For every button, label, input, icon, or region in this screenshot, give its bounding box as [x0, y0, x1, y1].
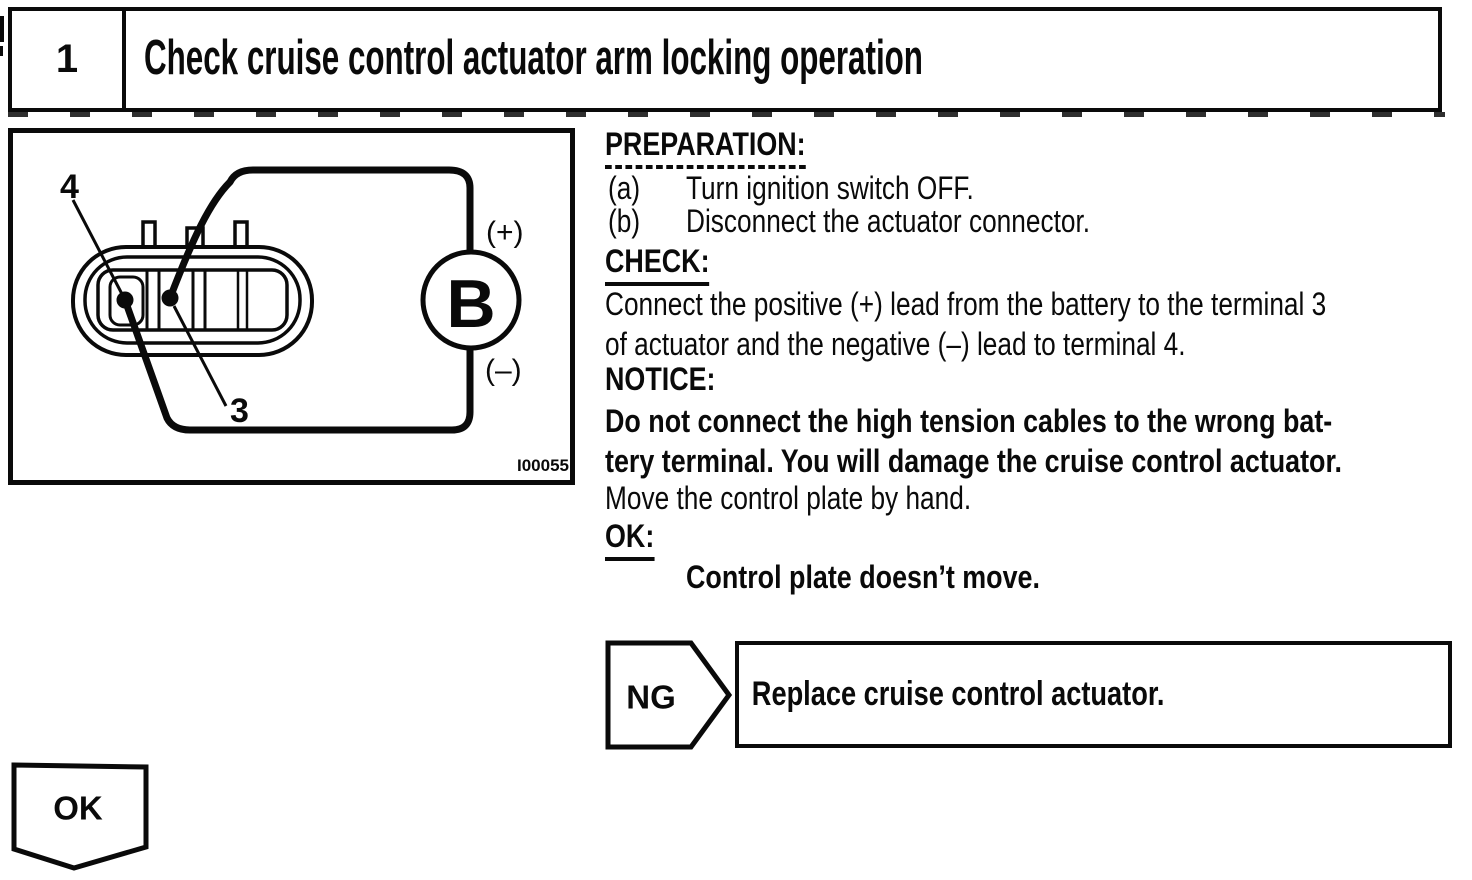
actuator-connector-figure: B (+) (–) 4 3 I00055	[8, 128, 575, 485]
ok-label: OK	[53, 790, 103, 827]
prep-item-text: Turn ignition switch OFF.	[686, 170, 974, 206]
notice-text-line: tery terminal. You will damage the cruis…	[605, 443, 1342, 479]
prep-item-marker: (b)	[608, 203, 641, 239]
ng-flow-symbol: NG	[605, 639, 733, 756]
ok-pentagon: OK	[11, 762, 149, 871]
terminal-4-callout: 4	[60, 168, 79, 206]
ok-heading: OK:	[605, 519, 655, 561]
step-number: 1	[12, 11, 126, 108]
notice-followup-line: Move the control plate by hand.	[605, 480, 972, 516]
ng-label: NG	[626, 679, 676, 716]
step-title: Check cruise control actuator arm lockin…	[144, 30, 923, 85]
preparation-heading-label: PREPARATION:	[605, 127, 806, 169]
ok-pentagon-shape	[11, 762, 149, 871]
terminal-4-contact-dot	[116, 291, 134, 309]
scan-artifact-edge-mark	[0, 16, 4, 42]
negative-terminal-label: (–)	[485, 354, 522, 387]
terminal-3-leader-line	[172, 305, 228, 407]
battery-symbol-circle	[420, 249, 522, 351]
check-heading-label: CHECK:	[605, 244, 710, 286]
battery-label: B	[446, 266, 495, 342]
terminal-4-leader-line	[71, 199, 125, 297]
ng-pentagon: NG	[605, 640, 733, 750]
figure-frame	[8, 128, 575, 485]
check-text-line: of actuator and the negative (–) lead to…	[605, 326, 1186, 362]
prep-item-marker: (a)	[608, 170, 641, 206]
ng-action-box: Replace cruise control actuator.	[735, 641, 1452, 748]
ok-flow-symbol: OK	[10, 761, 150, 878]
terminal-3-callout: 3	[230, 392, 249, 430]
ng-pentagon-shape	[605, 640, 733, 750]
ok-heading-label: OK:	[605, 519, 655, 561]
terminal-3-contact-dot	[161, 289, 179, 307]
check-heading: CHECK:	[605, 244, 710, 286]
check-text-line: Connect the positive (+) lead from the b…	[605, 286, 1327, 322]
preparation-heading: PREPARATION:	[605, 127, 806, 169]
terminal-4-cavity	[108, 275, 145, 327]
battery-lead-wires	[121, 166, 474, 434]
wiring-diagram: B (+) (–) 4 3 I00055	[8, 128, 575, 485]
notice-text-line: Do not connect the high tension cables t…	[605, 403, 1333, 439]
positive-terminal-label: (+)	[486, 216, 524, 249]
figure-id-code: I00055	[517, 456, 569, 475]
ok-result-text: Control plate doesn’t move.	[686, 559, 1040, 595]
prep-item-text: Disconnect the actuator connector.	[686, 203, 1091, 239]
scan-artifact-edge-mark	[0, 46, 3, 56]
ng-action-text: Replace cruise control actuator.	[751, 675, 1165, 713]
notice-heading: NOTICE:	[605, 361, 716, 397]
step-header: 1 Check cruise control actuator arm lock…	[8, 7, 1442, 112]
scan-artifact-dashed-line	[8, 112, 1445, 117]
